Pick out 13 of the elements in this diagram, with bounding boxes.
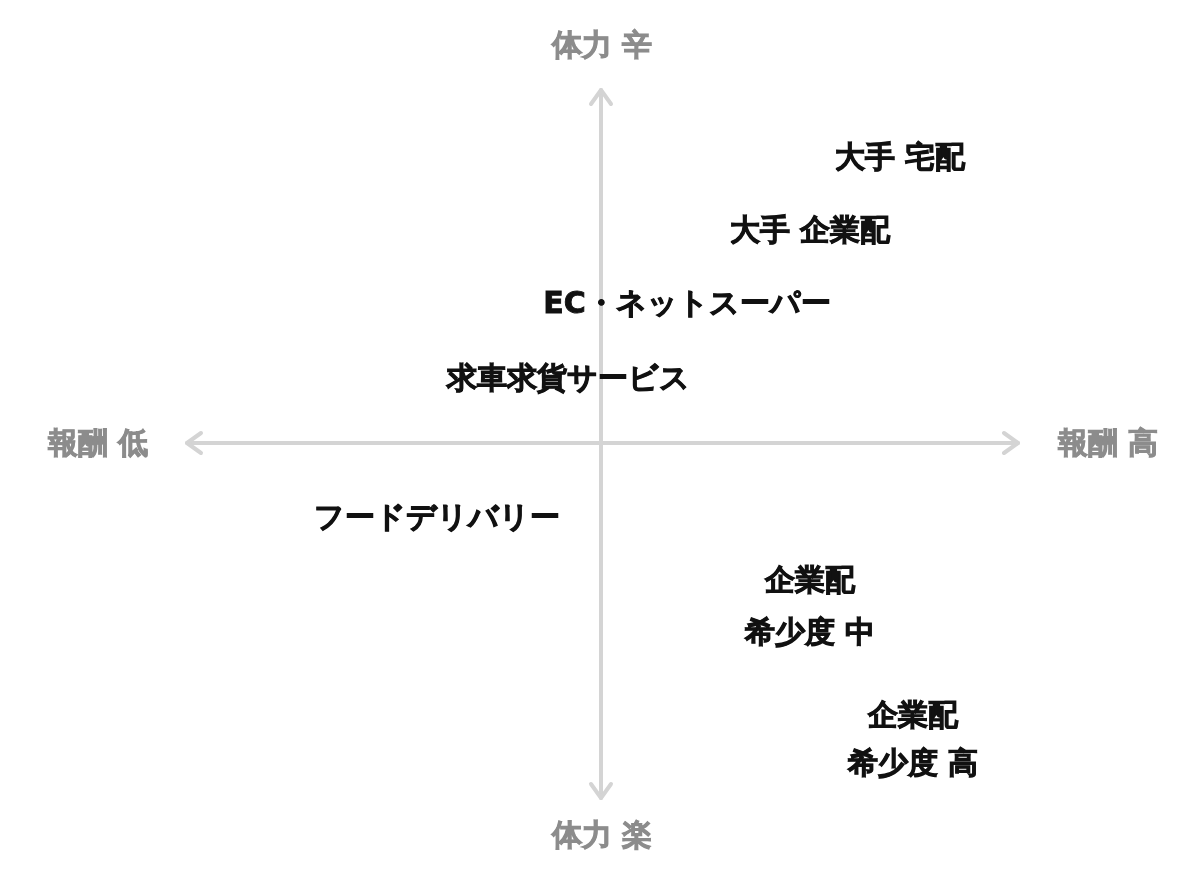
axis-label: 報酬 低 xyxy=(47,425,149,461)
map-item-label: 希少度 中 xyxy=(744,614,876,650)
map-item-label: EC・ネットスーパー xyxy=(543,285,831,321)
axis-label: 体力 辛 xyxy=(551,27,653,63)
map-item-label: 企業配 xyxy=(868,697,958,733)
axis-label: 報酬 高 xyxy=(1057,425,1159,461)
map-item-label: 企業配 xyxy=(765,562,855,598)
map-item-label: フードデリバリー xyxy=(314,499,560,535)
map-item-label: 希少度 高 xyxy=(847,745,979,781)
map-item-label: 求車求貨サービス xyxy=(446,360,690,396)
axis-label: 体力 楽 xyxy=(551,817,653,853)
map-item-label: 大手 宅配 xyxy=(834,139,966,175)
map-item-label: 大手 企業配 xyxy=(729,212,891,248)
